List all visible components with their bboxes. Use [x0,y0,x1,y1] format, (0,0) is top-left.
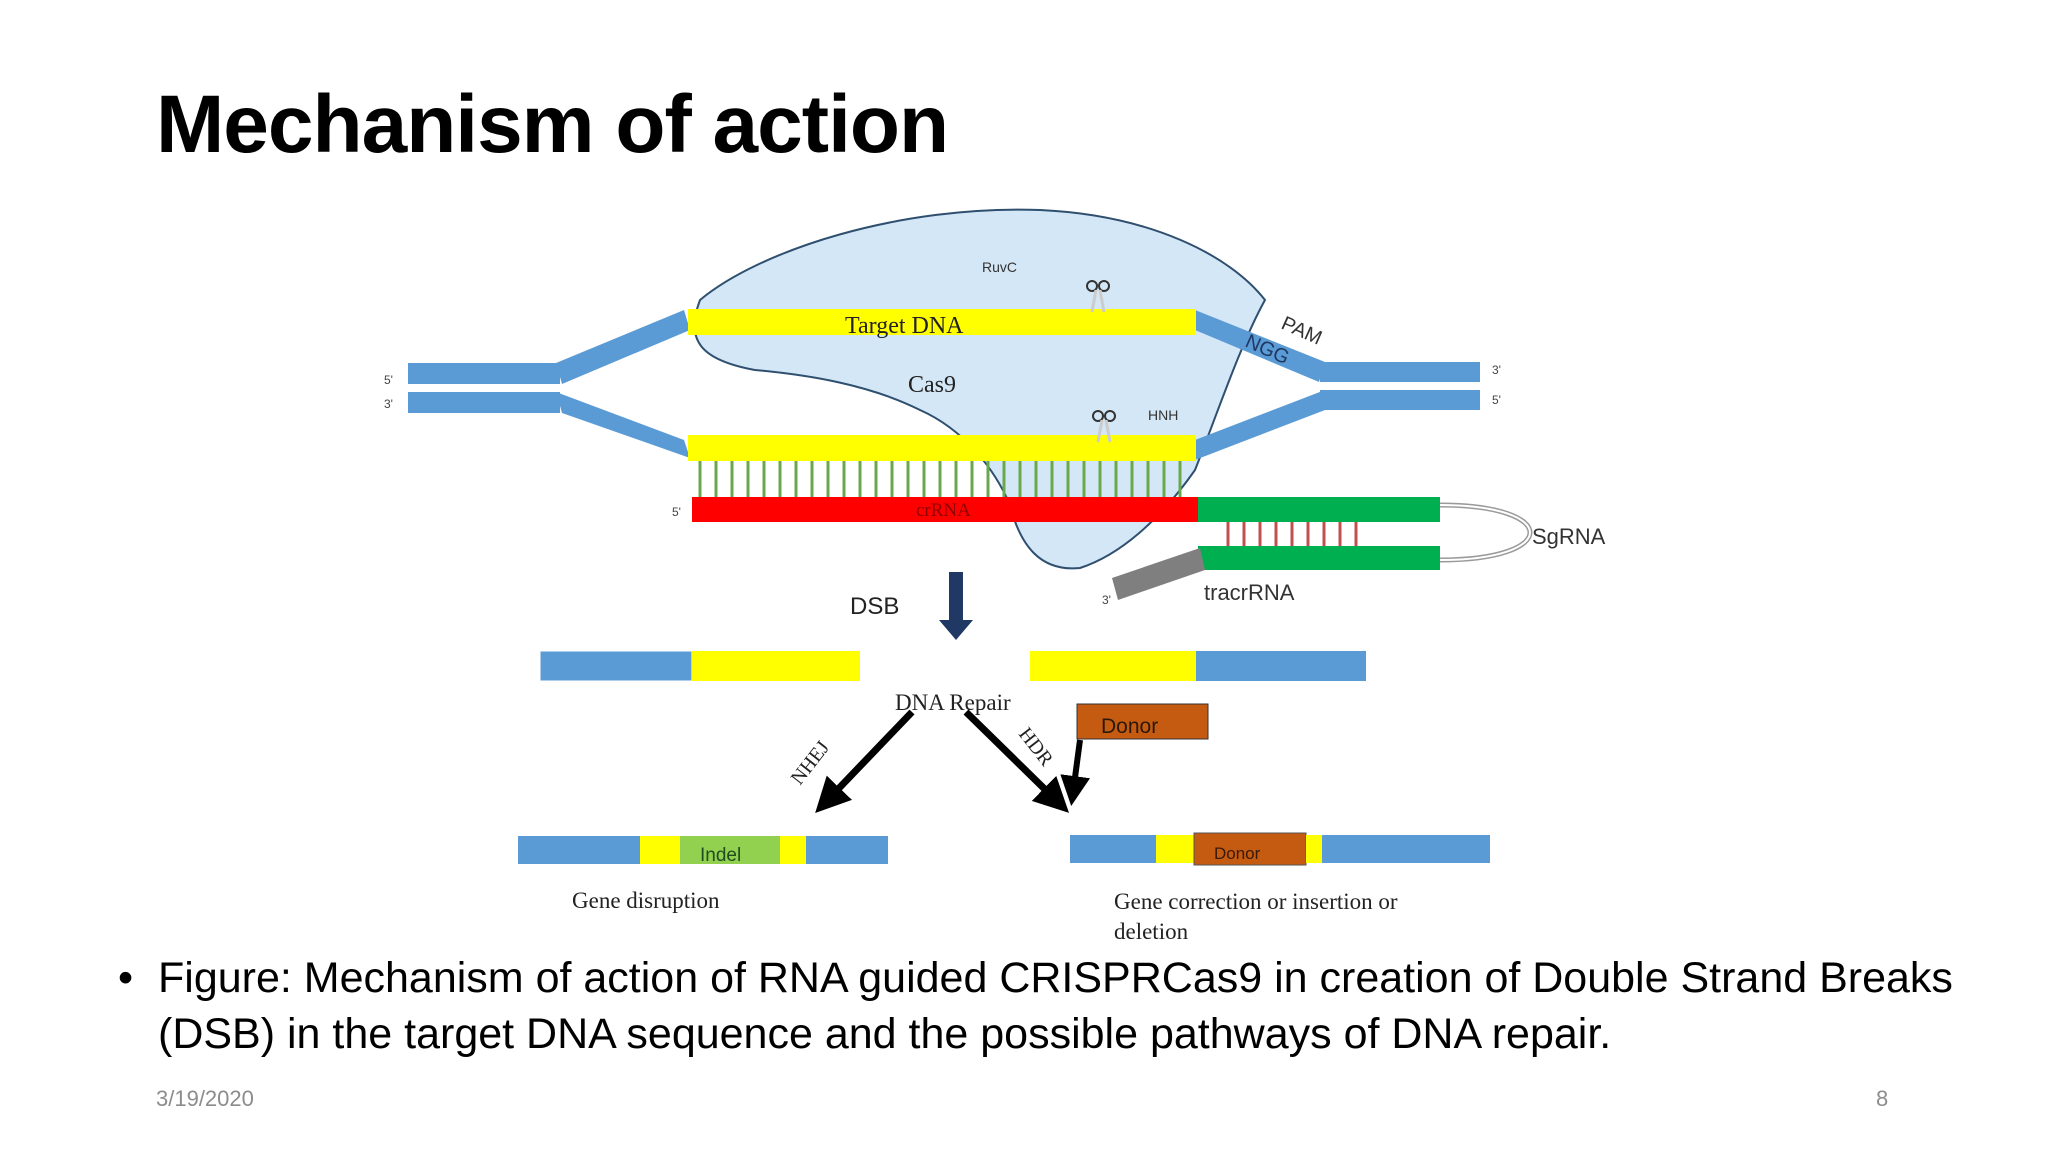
tracrrna-tail [1112,548,1205,600]
dna-right-bottom-strand [1320,390,1480,410]
crrna-5-prime-label: 5' [672,505,681,519]
broken-dna-left [539,650,860,682]
dna-right-bottom-diagonal [1195,390,1325,460]
target-dna-strand [688,309,1196,335]
dna-left-bottom-strand [408,392,560,413]
nhej-label: NHEJ [787,737,835,789]
crrna-label: crRNA [916,500,971,521]
dsb-label: DSB [850,593,899,620]
target-dna-label: Target DNA [845,313,964,339]
gene-correction-result: Donor [1070,832,1490,866]
dna-left-top-diagonal [556,310,690,384]
pam-label: PAM [1278,312,1325,349]
slide-number: 8 [1876,1086,1889,1111]
end-label-3-prime: 3' [384,397,393,411]
tracrrna-3-prime-label: 3' [1102,593,1111,607]
dsb-arrow-shaft [949,572,963,622]
ngg-label: NGG [1242,330,1293,369]
dna-repair-label: DNA Repair [895,690,1011,715]
dna-left-top-strand [408,363,560,384]
slide-date: 3/19/2020 [156,1086,254,1111]
indel-label: Indel [700,845,741,866]
sgrna-label: SgRNA [1532,524,1606,549]
gene-correction-label-line2: deletion [1114,919,1189,944]
hdr-arrow [963,709,1070,813]
bullet-point: • [118,954,134,1002]
gene-correction-label-line1: Gene correction or insertion or [1114,889,1398,914]
slide-title: Mechanism of action [156,79,949,170]
end-label-5-prime: 5' [384,373,393,387]
crrna-strand [692,497,1200,522]
dna-right-top-diagonal [1195,310,1325,382]
complementary-dna-strand [688,435,1196,461]
broken-dna-right [1030,651,1366,681]
base-pair-ticks [698,461,1182,497]
end-label-5-prime: 5' [1492,393,1501,407]
donor-box-label: Donor [1101,715,1158,738]
caption-text: Figure: Mechanism of action of RNA guide… [158,954,1953,1058]
donor-arrow [1060,739,1091,806]
dsb-arrow-head [939,620,973,640]
gene-disruption-label: Gene disruption [572,888,720,913]
sgrna-stem-ticks [1226,522,1358,546]
scissors-icon [1092,410,1116,443]
dna-left-bottom-diagonal [556,392,690,458]
sgrna-bottom-strand [1198,546,1440,570]
scissors-icon [1086,280,1110,313]
dna-left-arms [408,310,690,458]
ruvc-label: RuvC [982,259,1017,275]
cas9-protein-shape [693,208,1267,570]
tracrrna-label: tracrRNA [1204,580,1295,605]
donor-insert-label: Donor [1214,844,1261,863]
sgrna-loop [1439,502,1533,563]
cas9-label: Cas9 [908,372,956,398]
donor-box [1076,703,1209,740]
dna-right-top-strand [1320,362,1480,382]
gene-disruption-result: Indel [518,836,888,866]
end-label-3-prime: 3' [1492,363,1501,377]
sgrna-top-strand [1198,497,1440,522]
nhej-arrow [815,709,915,814]
hnh-label: HNH [1148,407,1178,423]
dna-right-arms [1195,310,1480,460]
